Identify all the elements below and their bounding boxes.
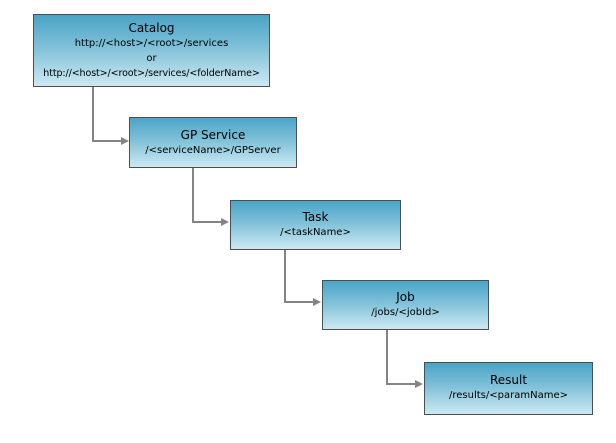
connector-horizontal-line <box>386 383 416 385</box>
node-catalog-title: Catalog <box>128 21 175 35</box>
node-catalog-url-1: http://<host>/<root>/services <box>74 38 229 49</box>
node-task-url: /<taskName> <box>280 227 351 238</box>
node-catalog-or: or <box>146 53 157 64</box>
connector-vertical-line <box>92 87 94 142</box>
connector-horizontal-line <box>284 301 314 303</box>
node-job-url: /jobs/<jobId> <box>371 307 440 318</box>
connector-vertical-line <box>284 250 286 303</box>
node-catalog-url-2: http://<host>/<root>/services/<folderNam… <box>43 68 260 79</box>
node-gp-service-title: GP Service <box>180 128 246 142</box>
connector-horizontal-line <box>92 140 122 142</box>
connector-horizontal-line <box>192 221 222 223</box>
connector-vertical-line <box>192 168 194 223</box>
node-gp-service-url: /<serviceName>/GPServer <box>145 145 281 156</box>
node-job-title: Job <box>396 290 415 304</box>
node-job: Job /jobs/<jobId> <box>322 280 489 330</box>
node-result-url: /results/<paramName> <box>449 390 568 401</box>
connector-vertical-line <box>386 330 388 385</box>
arrowhead-icon <box>415 380 423 388</box>
arrowhead-icon <box>313 298 321 306</box>
node-result: Result /results/<paramName> <box>424 362 593 415</box>
arrowhead-icon <box>121 137 129 145</box>
node-task-title: Task <box>302 210 329 224</box>
node-task: Task /<taskName> <box>230 200 401 250</box>
node-result-title: Result <box>489 373 528 387</box>
arrowhead-icon <box>221 218 229 226</box>
node-catalog: Catalog http://<host>/<root>/services or… <box>33 14 270 87</box>
node-gp-service: GP Service /<serviceName>/GPServer <box>129 117 297 168</box>
